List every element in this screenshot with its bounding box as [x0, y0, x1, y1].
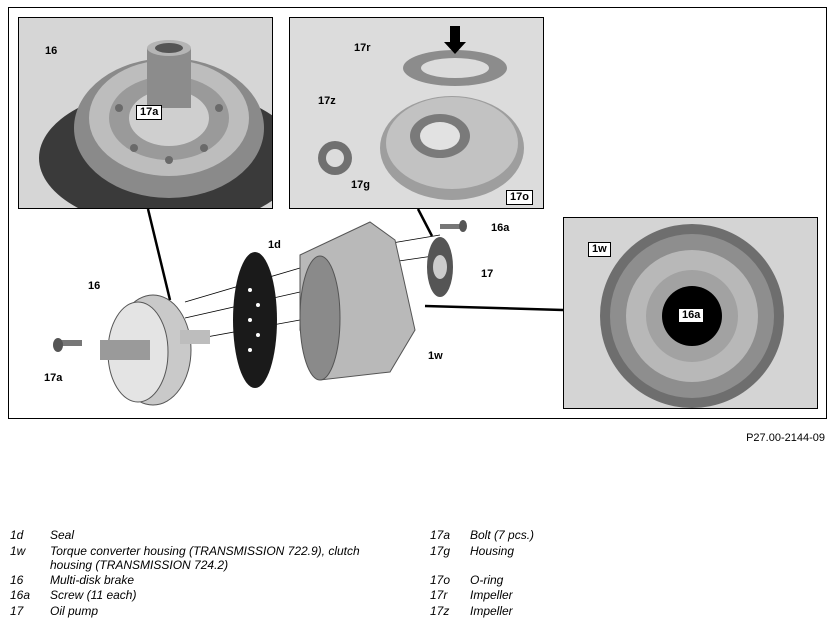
legend-code: 17g	[430, 544, 451, 558]
callout-inset-17z: 17z	[318, 95, 336, 107]
callout-16a: 16a	[491, 222, 510, 234]
callout-inset-16a: 16a	[678, 308, 705, 323]
legend-code: 16	[10, 573, 24, 587]
legend-code: 1d	[10, 528, 24, 542]
legend-desc: Multi-disk brake	[50, 573, 135, 587]
callout-inset-17a: 17a	[136, 105, 163, 120]
legend-code: 17a	[430, 528, 451, 542]
diagram-frame	[8, 7, 827, 419]
legend-desc: Screw (11 each)	[50, 588, 137, 602]
inset-photo-oil-pump-parts	[289, 17, 544, 209]
callout-17: 17	[481, 268, 494, 280]
legend-code: 1w	[10, 544, 26, 558]
figure-reference: P27.00-2144-09	[746, 432, 825, 444]
inset-photo-multidisk-brake	[18, 17, 273, 209]
legend-desc-continued: housing (TRANSMISSION 724.2)	[50, 558, 229, 572]
callout-inset-16: 16	[45, 45, 58, 57]
legend-desc: Bolt (7 pcs.)	[470, 528, 535, 542]
legend-desc: Oil pump	[50, 604, 99, 618]
legend-code: 17r	[430, 588, 448, 602]
legend-code: 17z	[430, 604, 450, 618]
callout-1d: 1d	[268, 239, 281, 251]
legend-code: 16a	[10, 588, 31, 602]
legend-left: 1d Seal 1w Torque converter housing (TRANS…	[10, 528, 410, 620]
legend-desc: Housing	[470, 544, 515, 558]
legend-desc: Impeller	[470, 604, 513, 618]
callout-1w: 1w	[428, 350, 443, 362]
legend-desc: Seal	[50, 528, 75, 542]
callout-inset-17o: 17o	[506, 190, 533, 205]
legend-desc: Impeller	[470, 588, 513, 602]
legend-code: 17o	[430, 573, 451, 587]
callout-inset-17g: 17g	[351, 179, 370, 191]
legend-right: 17a Bolt (7 pcs.) 17g Housing 17o O-ring 17…	[430, 528, 730, 620]
legend-code: 17	[10, 604, 24, 618]
callout-17a: 17a	[44, 372, 63, 384]
legend-desc: Torque converter housing (TRANSMISSION 7…	[50, 544, 360, 558]
callout-inset-1w: 1w	[588, 242, 611, 257]
legend-desc: O-ring	[470, 573, 504, 587]
callout-inset-17r: 17r	[354, 42, 371, 54]
callout-16: 16	[88, 280, 101, 292]
